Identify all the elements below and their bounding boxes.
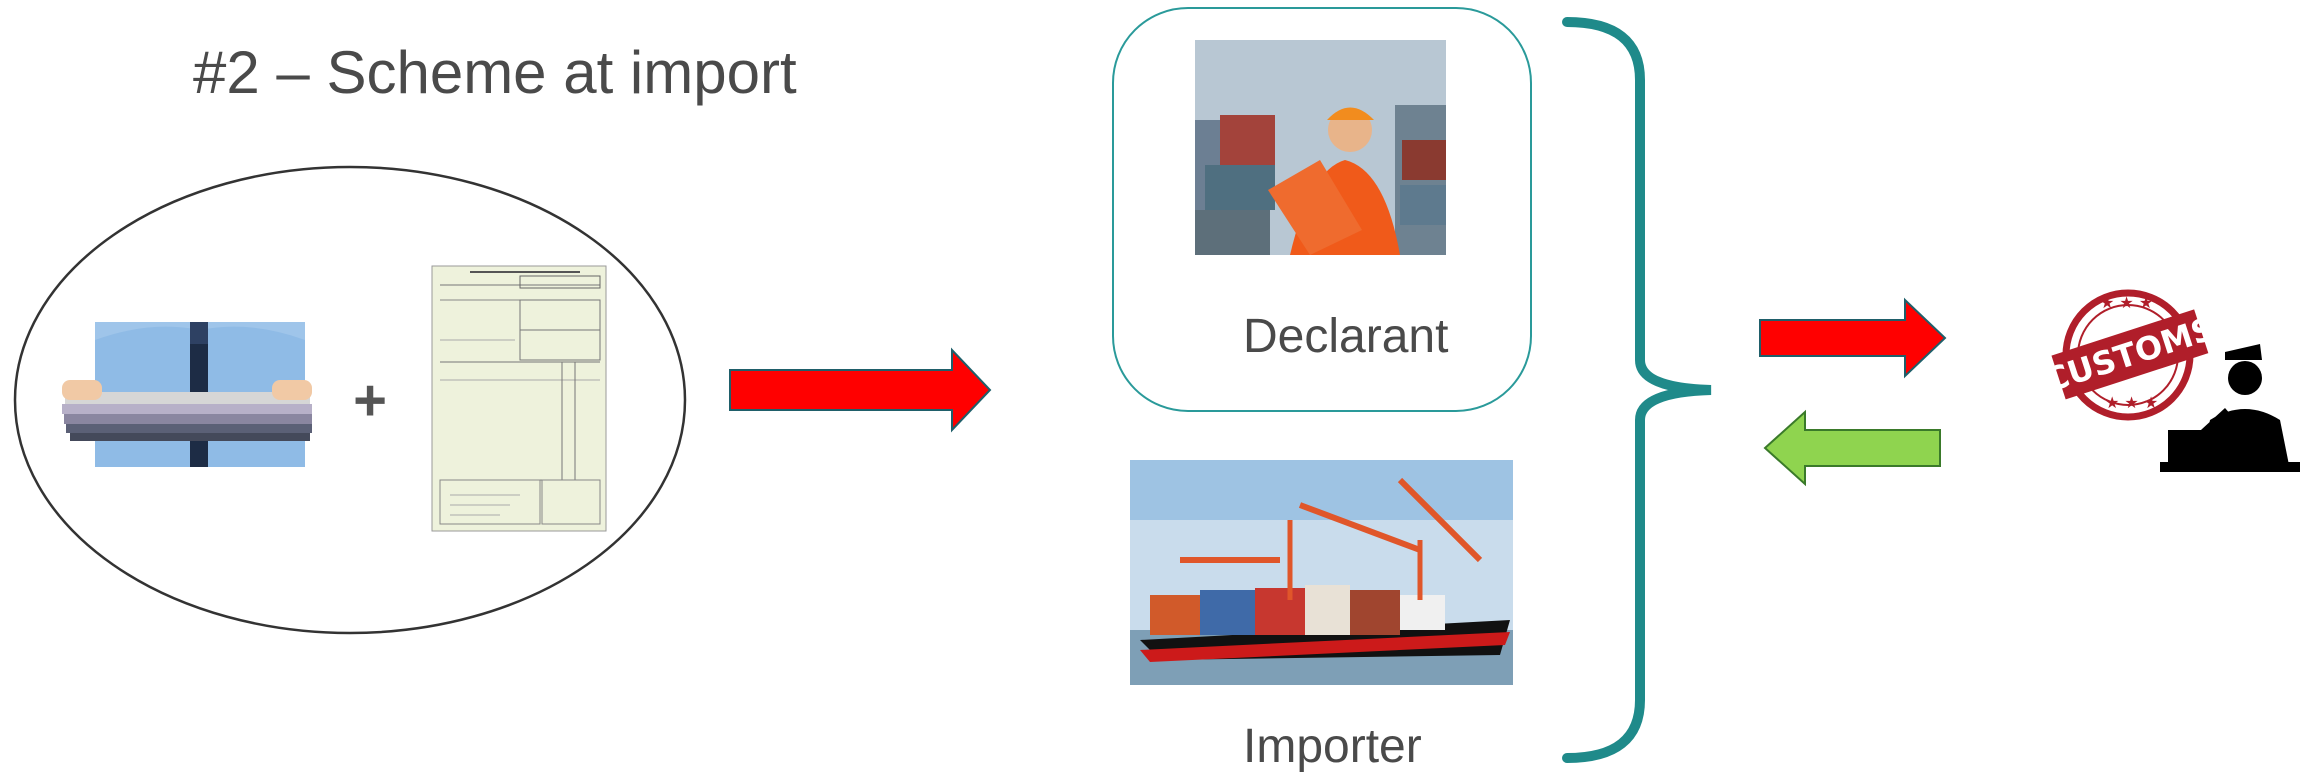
red-arrow-to-customs <box>1759 297 1947 379</box>
importer-label: Importer <box>1243 720 1422 773</box>
curly-brace-right-icon <box>1562 17 1712 763</box>
declarant-box <box>1112 7 1532 412</box>
svg-text:★ ★ ★: ★ ★ ★ <box>2100 293 2153 312</box>
businessman-with-documents-image <box>62 322 312 467</box>
svg-text:★ ★ ★: ★ ★ ★ <box>2105 393 2158 412</box>
customs-officer-icon <box>2160 344 2300 472</box>
importer-photo <box>1130 460 1513 685</box>
customs-form-document <box>431 265 607 532</box>
declarant-label: Declarant <box>1243 310 1448 363</box>
red-arrow-to-declarant <box>729 347 992 433</box>
documents-ellipse <box>13 165 687 635</box>
declarant-photo <box>1195 40 1446 255</box>
customs-stamp-icon: ★ ★ ★ ★ ★ ★ CUSTOMS <box>2040 289 2220 421</box>
plus-sign: + <box>353 368 387 433</box>
green-arrow-from-customs <box>1763 409 1941 487</box>
page-title: #2 – Scheme at import <box>193 39 797 106</box>
